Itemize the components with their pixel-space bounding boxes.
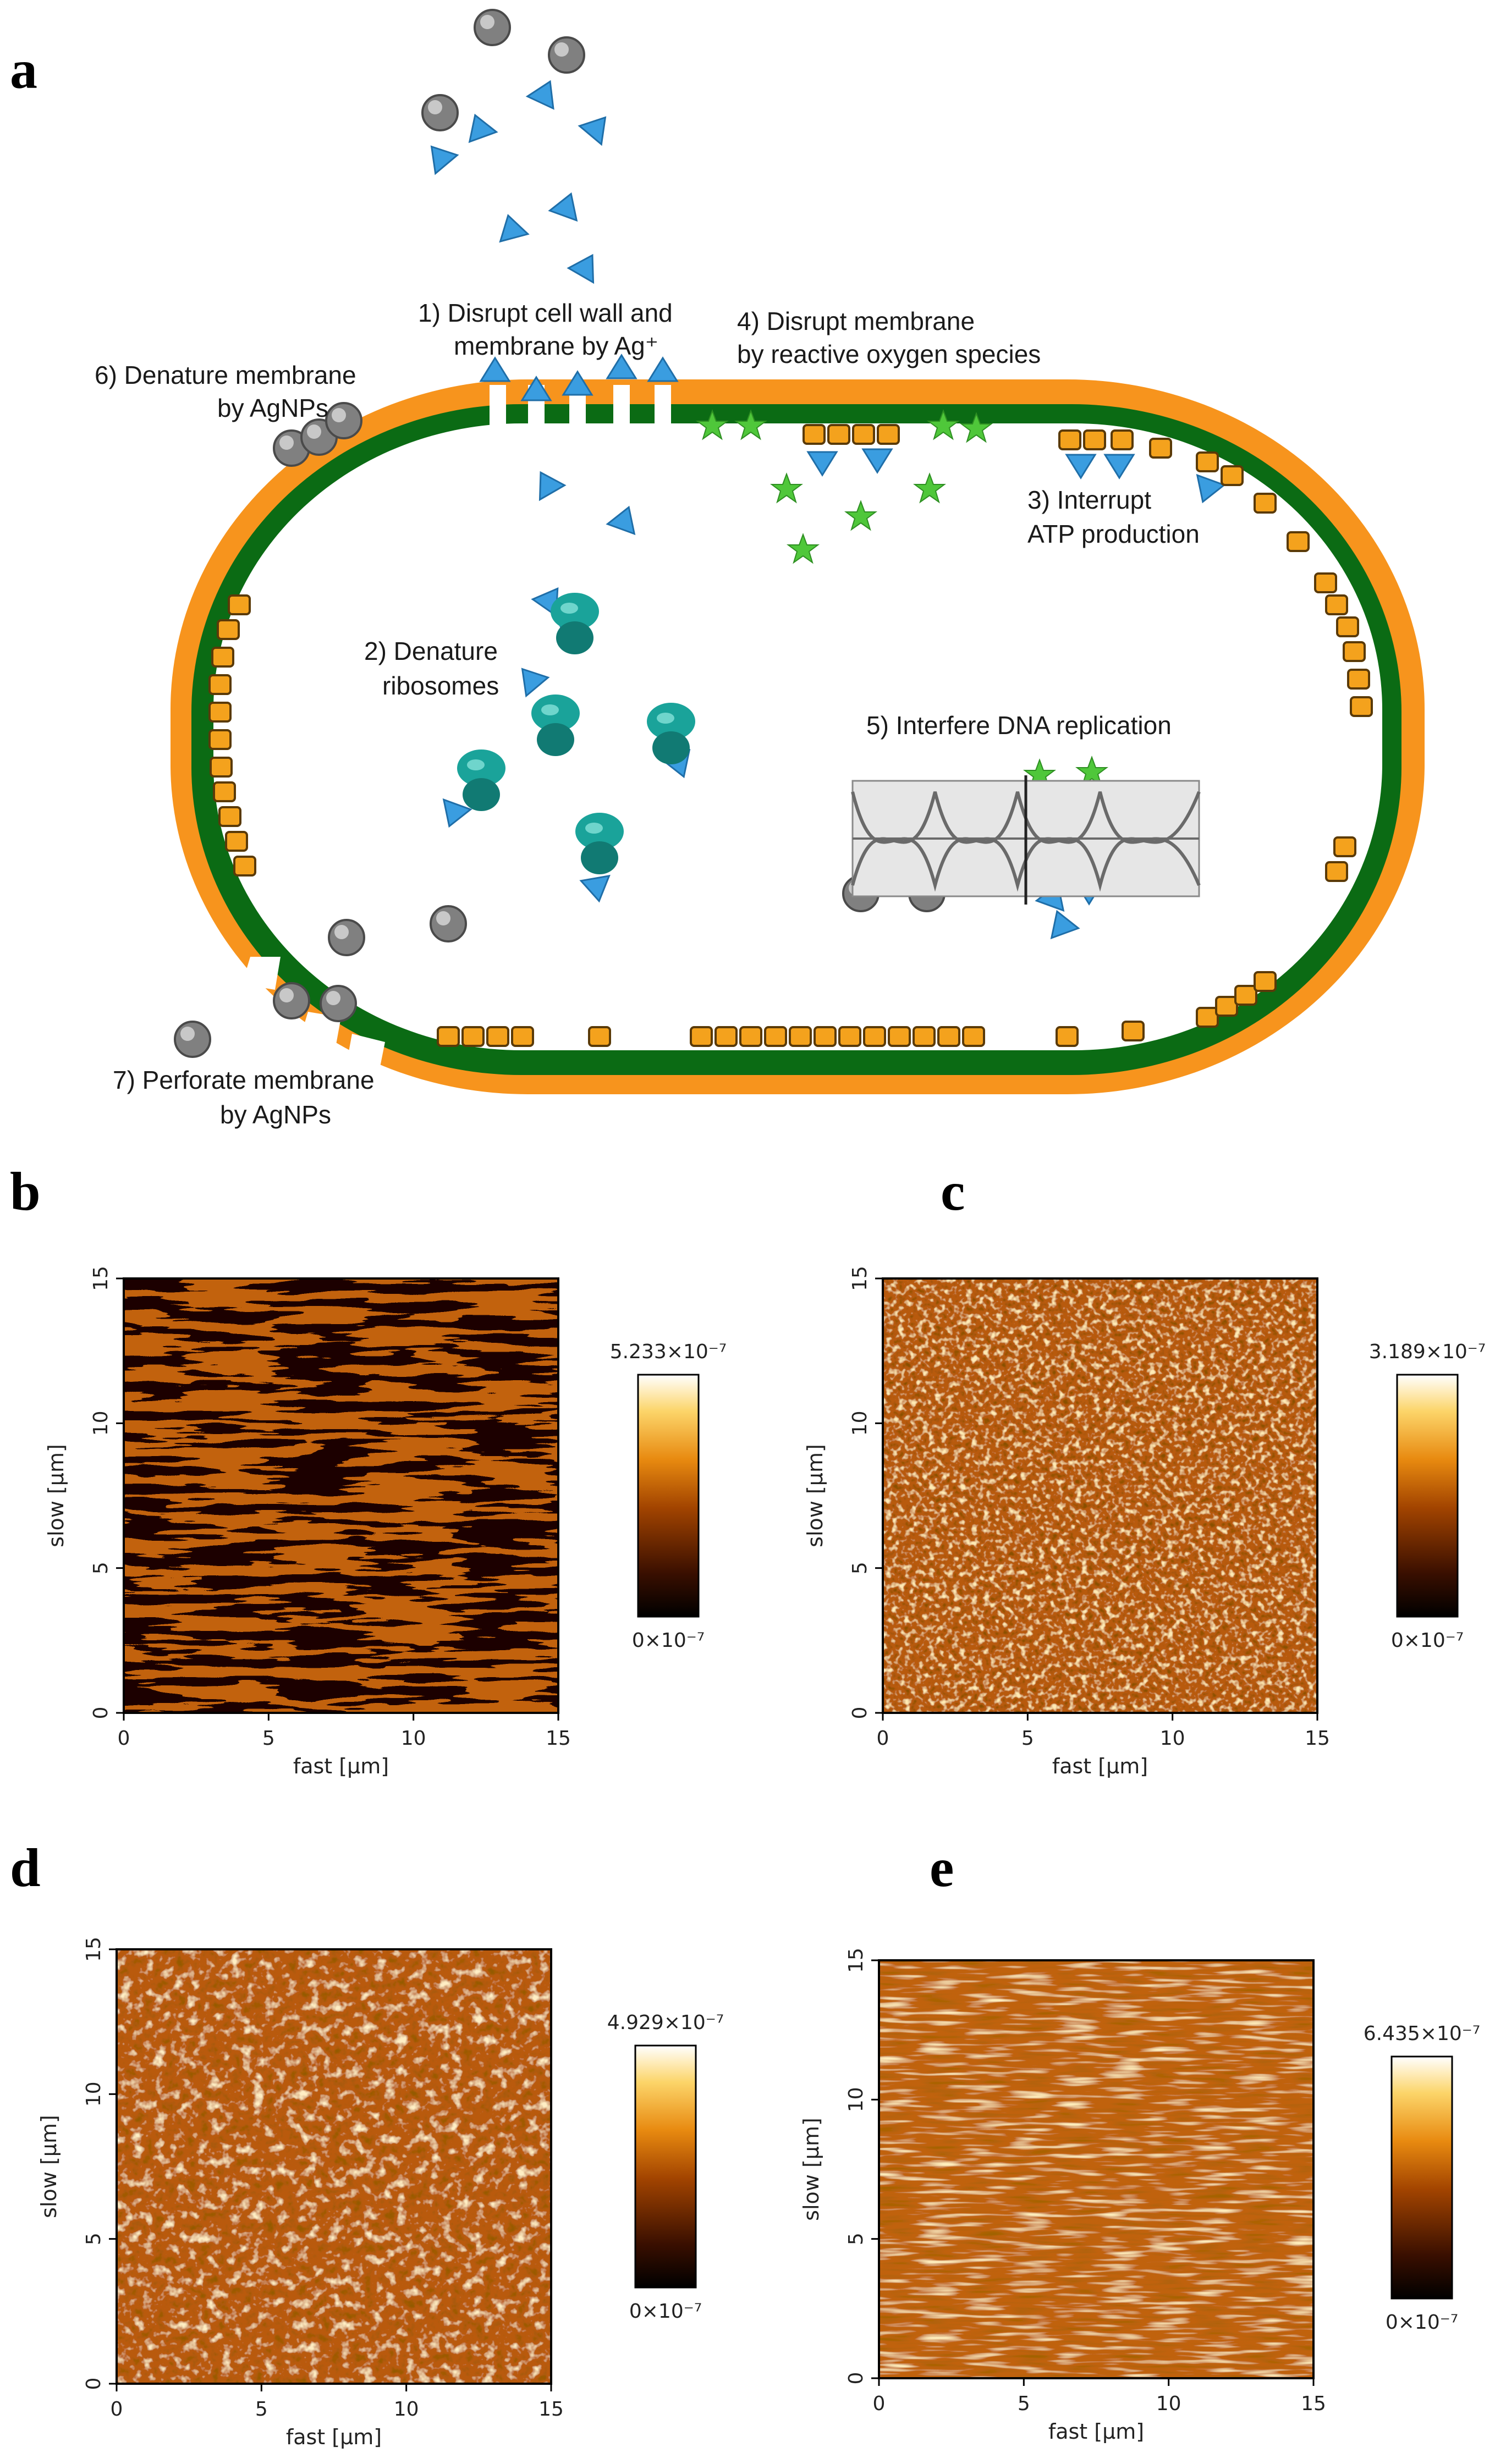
y-tick-label: 15 (83, 1937, 105, 1962)
label-m7-line1: 7) Perforate membrane (113, 1066, 375, 1094)
panel-label-d: d (10, 1837, 41, 1898)
label-m3-line1: 3) Interrupt (1027, 486, 1151, 514)
y-tick-label: 0 (845, 2372, 867, 2385)
colorbar-max-label: 6.435×10⁻⁷ (1364, 2022, 1480, 2045)
afm-panel-b: b 00 5 5 10 10 15 15 fast [µm] slow [µm] 5.233×10⁻… (10, 1161, 727, 1778)
y-tick-label: 10 (83, 2081, 105, 2107)
panel-label-e: e (930, 1837, 954, 1898)
label-m1-line1: 1) Disrupt cell wall and (418, 299, 673, 327)
label-m6-line1: 6) Denature membrane (95, 361, 356, 389)
x-axis-title: fast [µm] (293, 1754, 389, 1778)
afm-height-map (883, 1278, 1317, 1713)
y-tick-label: 0 (90, 1707, 112, 1719)
y-axis-title: slow [µm] (37, 2115, 61, 2218)
y-tick-label: 15 (845, 1948, 867, 1973)
dna-double-helix (851, 775, 1201, 905)
x-tick-label: 10 (1156, 2393, 1181, 2415)
mechanism-labels: 1) Disrupt cell wall and membrane by Ag⁺… (95, 299, 1200, 1129)
colorbar-min-label: 0×10⁻⁷ (1386, 2311, 1458, 2334)
y-tick-label: 0 (849, 1707, 871, 1719)
colorbar-min-label: 0×10⁻⁷ (629, 2300, 702, 2323)
colorbar (1390, 2055, 1453, 2300)
x-tick-label: 5 (255, 2398, 268, 2421)
y-axis-title: slow [µm] (44, 1444, 68, 1547)
panel-label-a: a (10, 39, 37, 100)
label-m4-line1: 4) Disrupt membrane (737, 307, 975, 335)
x-tick-label: 5 (262, 1727, 275, 1750)
afm-height-map (879, 1960, 1313, 2378)
y-tick-label: 10 (849, 1410, 871, 1436)
x-axis-title: fast [µm] (1052, 1754, 1148, 1778)
y-tick-label: 5 (90, 1562, 112, 1574)
panel-label-b: b (10, 1161, 41, 1222)
colorbar (637, 1374, 700, 1618)
x-tick-label: 10 (1160, 1727, 1185, 1750)
colorbar-max-label: 5.233×10⁻⁷ (610, 1341, 727, 1363)
colorbar-max-label: 3.189×10⁻⁷ (1369, 1341, 1486, 1363)
afm-height-map (124, 1278, 558, 1713)
y-tick-label: 0 (83, 2378, 105, 2390)
y-tick-label: 10 (845, 2087, 867, 2112)
x-tick-label: 15 (1305, 1727, 1330, 1750)
label-m2-line1: 2) Denature (364, 637, 498, 665)
colorbar (634, 2044, 697, 2289)
afm-map-frame (878, 1959, 1315, 2379)
x-tick-label: 15 (1301, 2393, 1326, 2415)
colorbar (1396, 1374, 1459, 1618)
colorbar-min-label: 0×10⁻⁷ (632, 1629, 705, 1652)
label-m6-line2: by AgNPs (217, 394, 328, 422)
bacterial-cell (171, 379, 1425, 1094)
label-m3-line2: ATP production (1027, 520, 1200, 548)
afm-panel-c: c 00 5 5 10 10 15 15 fast [µm] slow [µm] 3.189×10⁻… (803, 1161, 1486, 1778)
afm-panel-e: e 00 5 5 10 10 15 15 fast [µm] slow [µm] 6.435×10⁻… (799, 1837, 1480, 2444)
afm-panel-d: d 00 5 5 10 10 15 15 fast [µm] slow [µm] 4.929×10⁻… (10, 1837, 724, 2449)
y-tick-label: 10 (90, 1410, 112, 1436)
colorbar-max-label: 4.929×10⁻⁷ (607, 2011, 724, 2034)
y-tick-label: 5 (83, 2233, 105, 2245)
y-axis-title: slow [µm] (803, 1444, 827, 1547)
label-m2-line2: ribosomes (382, 671, 499, 700)
cytoplasm (213, 423, 1382, 1050)
label-m5: 5) Interfere DNA replication (866, 711, 1172, 740)
afm-map-frame (116, 1948, 552, 2385)
panel-label-c: c (941, 1161, 965, 1222)
colorbar-min-label: 0×10⁻⁷ (1391, 1629, 1464, 1652)
y-tick-label: 5 (845, 2233, 867, 2245)
afm-map-frame (123, 1277, 559, 1714)
label-m4-line2: by reactive oxygen species (737, 340, 1041, 368)
x-tick-label: 10 (401, 1727, 426, 1750)
x-axis-title: fast [µm] (286, 2425, 382, 2449)
x-axis-title: fast [µm] (1048, 2419, 1144, 2444)
x-tick-label: 0 (118, 1727, 130, 1750)
perforation-gaps (242, 957, 385, 1070)
x-tick-label: 0 (111, 2398, 123, 2421)
x-tick-label: 5 (1018, 2393, 1030, 2415)
label-m1-line2: membrane by Ag⁺ (454, 332, 658, 360)
y-tick-label: 15 (90, 1266, 112, 1291)
x-tick-label: 15 (546, 1727, 571, 1750)
x-tick-label: 0 (873, 2393, 886, 2415)
label-m7-line2: by AgNPs (220, 1100, 331, 1129)
y-tick-label: 5 (849, 1562, 871, 1574)
x-tick-label: 0 (877, 1727, 889, 1750)
y-axis-title: slow [µm] (799, 2118, 823, 2221)
y-tick-label: 15 (849, 1266, 871, 1291)
x-tick-label: 10 (394, 2398, 419, 2421)
afm-map-frame (882, 1277, 1318, 1714)
x-tick-label: 15 (538, 2398, 564, 2421)
afm-height-map (117, 1949, 551, 2384)
x-tick-label: 5 (1021, 1727, 1034, 1750)
